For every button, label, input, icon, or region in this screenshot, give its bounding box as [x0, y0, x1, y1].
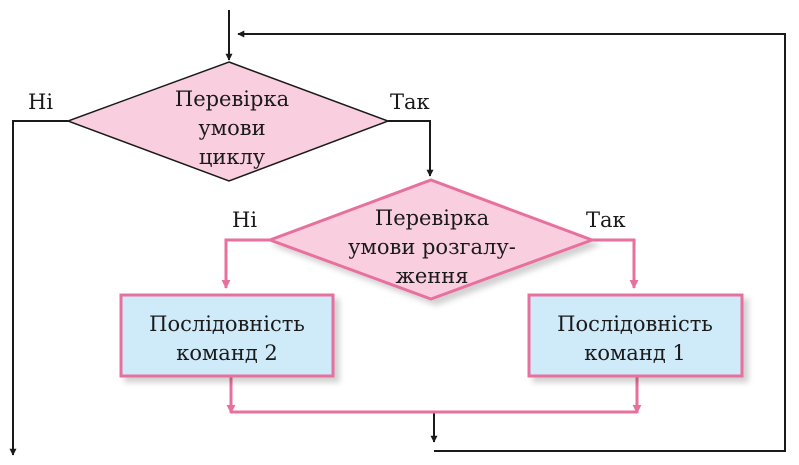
branch-condition-line-2: умови розгалу-: [348, 235, 516, 259]
sequence-left-line-1: Послідовність: [149, 312, 305, 336]
loop-back-arrow: [237, 30, 786, 452]
loop-yes-path: [388, 120, 434, 177]
branch-condition-line-3: ження: [396, 264, 469, 288]
branch-no-label: Ні: [232, 208, 257, 232]
loop-condition-line-3: циклу: [199, 145, 266, 169]
loop-condition-line-1: Перевірка: [175, 87, 289, 111]
sequence-left-line-2: команд 2: [176, 341, 278, 365]
sequence-box-left: Послідовність команд 2: [119, 293, 335, 378]
branch-no-path: [221, 238, 270, 289]
branch-yes-label: Так: [586, 208, 626, 232]
loop-no-label: Ні: [28, 90, 53, 114]
loop-condition-diamond: Перевірка умови циклу: [65, 61, 391, 182]
loop-yes-label: Так: [390, 90, 430, 114]
loop-condition-line-2: умови: [198, 116, 265, 140]
loop-no-path: [9, 120, 68, 456]
sequence-right-line-2: команд 1: [584, 341, 686, 365]
sequence-right-line-1: Послідовність: [557, 312, 713, 336]
branch-yes-path: [592, 238, 639, 289]
branch-condition-line-1: Перевірка: [375, 206, 489, 230]
sequence-box-right: Послідовність команд 1: [527, 293, 744, 378]
branch-condition-diamond: Перевірка умови розгалу- ження: [265, 178, 597, 301]
